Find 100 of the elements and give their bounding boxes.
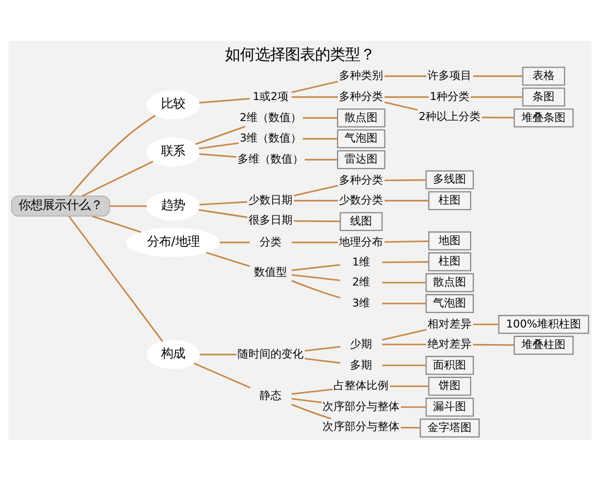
node-ellipse: 构成 <box>146 340 200 369</box>
node-ellipse: 分布/地理 <box>126 227 220 256</box>
node-text: 分类 <box>260 234 282 248</box>
node-box: 你想展示什么？ <box>11 195 110 216</box>
node-text: 1维 <box>352 254 370 268</box>
connector <box>199 97 250 104</box>
node-text: 2种以上分类 <box>418 110 481 123</box>
connector <box>382 343 426 345</box>
node-box: 线图 <box>340 212 383 231</box>
node-text: 少数日期 <box>248 193 293 206</box>
node-box: 多线图 <box>426 170 474 189</box>
connector <box>291 403 332 419</box>
node-box: 堆叠柱图 <box>514 335 574 354</box>
connector <box>482 116 514 118</box>
connector <box>68 215 164 342</box>
connector <box>382 302 426 304</box>
connector <box>384 74 426 76</box>
connector <box>304 346 340 352</box>
connector <box>382 281 426 283</box>
node-text: 2维 <box>352 275 370 288</box>
connector <box>92 214 142 232</box>
node-box: 面积图 <box>426 355 474 374</box>
node-box: 散点图 <box>426 272 474 292</box>
connector <box>294 184 338 196</box>
node-text: 次序部分与整体 <box>322 420 400 433</box>
node-box: 金字塔图 <box>420 418 480 437</box>
connector <box>384 178 426 181</box>
connector <box>473 343 514 346</box>
connector <box>199 200 248 205</box>
node-box: 雷达图 <box>337 150 386 169</box>
node-text: 很多日期 <box>248 213 293 226</box>
connector <box>384 240 429 242</box>
node-text: 多种分类 <box>339 89 384 102</box>
connector <box>220 241 250 243</box>
node-box: 条图 <box>522 87 566 106</box>
connector <box>384 101 418 110</box>
connector <box>206 251 250 266</box>
node-text: 次序部分与整体 <box>322 400 400 412</box>
connector <box>199 152 237 158</box>
connector <box>198 142 239 149</box>
connector <box>194 362 250 388</box>
connector <box>292 264 340 271</box>
node-text: 相对差异 <box>428 316 472 330</box>
connector <box>110 204 147 206</box>
node-text: 多期 <box>350 358 372 371</box>
connector <box>195 125 246 144</box>
connector <box>400 406 426 408</box>
connector <box>473 74 523 76</box>
connector <box>292 388 333 394</box>
node-ellipse: 趋势 <box>146 191 200 220</box>
connector <box>82 160 154 196</box>
connector <box>291 80 338 93</box>
node-ellipse: 联系 <box>146 136 200 166</box>
node-text: 少数分类 <box>339 193 384 206</box>
node-text: 许多项目 <box>428 68 472 82</box>
connector <box>384 96 429 98</box>
node-box: 散点图 <box>337 108 386 127</box>
node-box: 气泡图 <box>337 128 386 148</box>
node-text: 地理分布 <box>339 234 384 248</box>
connector <box>292 241 338 243</box>
node-text: 1种分类 <box>430 89 470 102</box>
connector <box>292 398 322 403</box>
node-text: 静态 <box>260 388 282 402</box>
connector <box>69 114 156 196</box>
connector <box>400 426 420 428</box>
connector <box>382 328 427 340</box>
connector <box>473 323 498 325</box>
node-text: 1或2项 <box>252 89 289 102</box>
node-text: 随时间的变化 <box>238 346 304 360</box>
node-text: 多种类别 <box>339 68 384 82</box>
node-text: 3维 <box>352 296 370 309</box>
node-box: 饼图 <box>428 376 472 396</box>
connector <box>291 280 340 298</box>
connector <box>294 220 340 222</box>
node-text: 少期 <box>350 336 372 350</box>
node-text: 数值型 <box>254 264 288 278</box>
connector <box>470 96 523 98</box>
node-text: 3维（数值） <box>240 131 302 144</box>
connector <box>382 260 429 263</box>
connector <box>292 274 340 281</box>
diagram-title: 如何选择图表的类型？ <box>224 45 375 64</box>
connector <box>384 199 429 201</box>
node-box: 柱图 <box>428 252 472 271</box>
node-box: 地图 <box>428 230 472 250</box>
connector <box>304 357 340 364</box>
connector <box>302 138 338 140</box>
node-text: 绝对差异 <box>428 336 472 350</box>
connector <box>294 199 338 201</box>
connector <box>304 158 338 160</box>
connector <box>292 96 338 98</box>
connector <box>302 116 338 118</box>
node-text: 多种分类 <box>339 172 384 186</box>
connector <box>198 208 248 218</box>
node-box: 表格 <box>522 66 566 86</box>
node-box: 漏斗图 <box>426 397 474 416</box>
node-text: 占整体比例 <box>334 378 389 392</box>
node-text: 2维（数值） <box>240 110 302 124</box>
node-ellipse: 比较 <box>146 90 200 119</box>
node-box: 堆叠条图 <box>514 108 574 127</box>
connector <box>382 364 426 366</box>
